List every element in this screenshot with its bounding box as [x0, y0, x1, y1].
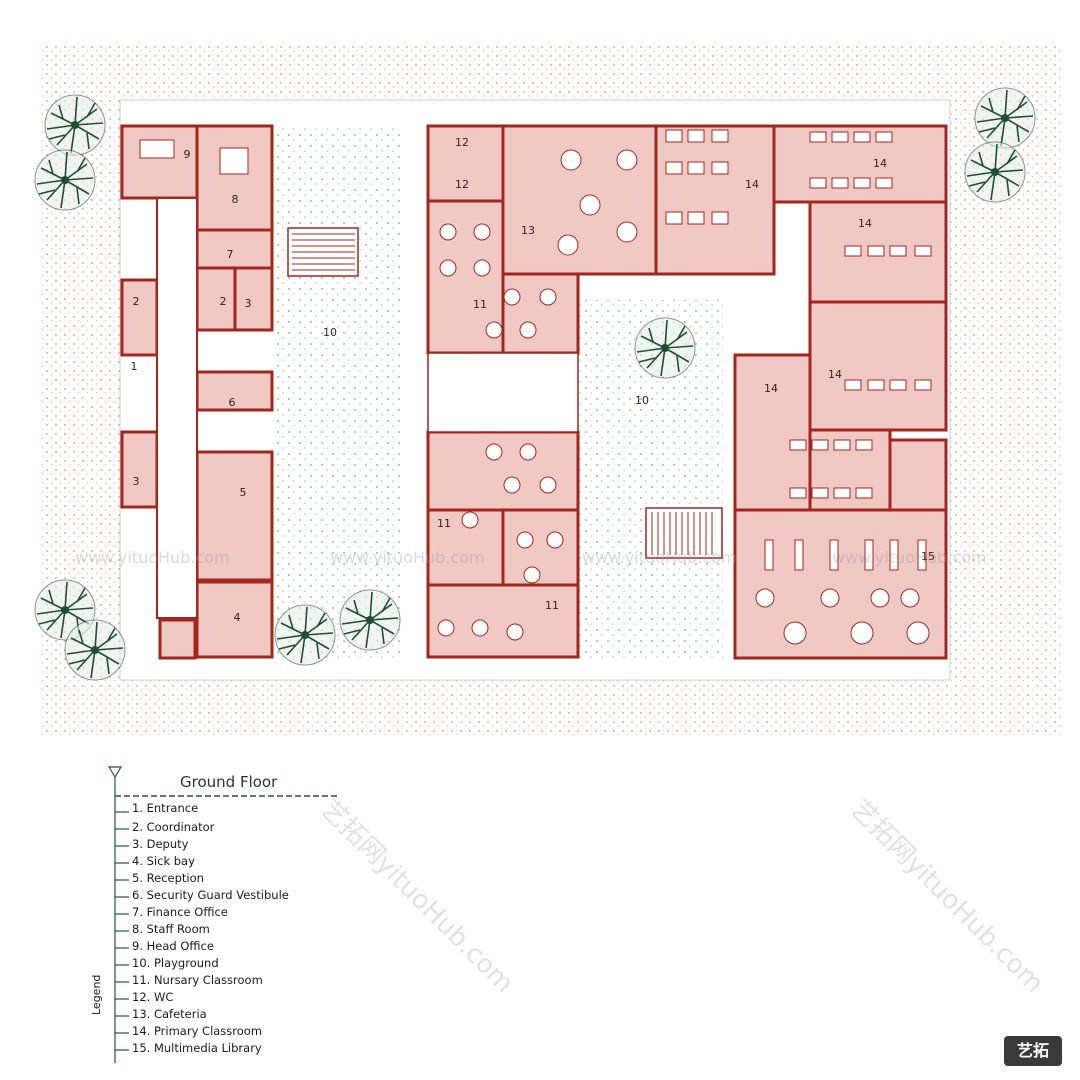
legend-item: 13. Cafeteria: [132, 1007, 207, 1021]
tree-icon: [44, 94, 106, 156]
legend: Ground Floor 1. Entrance 2. Coordinator …: [90, 765, 360, 1065]
room-label: 5: [240, 486, 247, 499]
furniture: [139, 129, 932, 645]
legend-arrow-icon: [107, 766, 123, 779]
room-primary-e: [733, 353, 812, 512]
room-label: 14: [764, 382, 778, 395]
room-label: 14: [745, 178, 759, 191]
room-label: 2: [133, 295, 140, 308]
tree-icon: [339, 589, 401, 651]
legend-item: 8. Staff Room: [132, 922, 210, 936]
corridor-center: [427, 352, 579, 433]
room-library-annex: [888, 438, 948, 512]
room-staff-room: [195, 124, 274, 232]
room-label: 14: [873, 157, 887, 170]
room-stair-left: [158, 618, 197, 660]
legend-item: 1. Entrance: [132, 801, 199, 815]
room-deputy-a: [233, 266, 274, 332]
tree-icon: [274, 604, 336, 666]
legend-item: 4. Sick bay: [132, 854, 195, 868]
corner-logo: 艺拓: [1004, 1036, 1062, 1066]
tree-icon: [64, 619, 126, 681]
legend-item: 11. Nursary Classroom: [132, 973, 263, 987]
room-coordinator-b: [120, 278, 159, 357]
room-label: 4: [234, 611, 241, 624]
legend-item: 5. Reception: [132, 871, 204, 885]
legend-item: 9. Head Office: [132, 939, 214, 953]
legend-title: Ground Floor: [180, 773, 278, 791]
room-label: 9: [184, 148, 191, 161]
room-deputy-b: [120, 430, 159, 509]
legend-item: 2. Coordinator: [132, 820, 215, 834]
room-nursery-b: [426, 430, 580, 512]
watermark: www.yituoHub.com: [75, 548, 230, 567]
legend-item: 6. Security Guard Vestibule: [132, 888, 289, 902]
room-label: 10: [323, 326, 337, 339]
watermark: www.yituoHub.com: [582, 548, 737, 567]
room-wc: [426, 124, 505, 203]
room-label: 14: [858, 217, 872, 230]
watermark: www.yituoHub.com: [330, 548, 485, 567]
tree-icon: [974, 87, 1036, 149]
corridor-left: [156, 197, 198, 619]
legend-lines: [107, 766, 340, 1063]
room-sick-bay: [195, 580, 274, 659]
watermark-diagonal: 艺拓网yituoHub.com: [844, 794, 1050, 999]
playground-left: [275, 125, 400, 660]
room-label: 2: [220, 295, 227, 308]
room-label: 12: [455, 136, 469, 149]
tree-icon: [634, 317, 696, 379]
room-nursery-a-right: [501, 272, 580, 355]
stair-left: [287, 227, 359, 277]
room-label: 3: [133, 475, 140, 488]
room-label: 6: [229, 396, 236, 409]
room-nursery-c: [426, 583, 580, 659]
room-finance-office: [195, 228, 274, 270]
tree-icon: [964, 141, 1026, 203]
watermark: www.yituoHub.com: [832, 548, 987, 567]
room-label: 11: [437, 517, 451, 530]
legend-item: 12. WC: [132, 990, 174, 1004]
room-head-office: [120, 124, 199, 200]
room-cafeteria: [501, 124, 658, 276]
room-label: 12: [455, 178, 469, 191]
legend-caption: Legend: [90, 974, 103, 1015]
room-label: 11: [473, 298, 487, 311]
room-label: 11: [545, 599, 559, 612]
room-label: 10: [635, 394, 649, 407]
room-label: 7: [227, 248, 234, 261]
room-label: 3: [245, 297, 252, 310]
floor-plan: 9 8 7 2 2 3 1 6 3 5 4 10 12 12 13 11 11 …: [34, 45, 1060, 735]
legend-item: 3. Deputy: [132, 837, 189, 851]
legend-item: 14. Primary Classroom: [132, 1024, 263, 1038]
room-primary-a: [654, 124, 776, 276]
tree-icon: [34, 149, 96, 211]
room-label: 15: [921, 550, 935, 563]
room-reception: [195, 450, 274, 582]
legend-item: 15. Multimedia Library: [132, 1041, 262, 1055]
room-label: 8: [232, 193, 239, 206]
room-coordinator-a: [195, 266, 237, 332]
stair-center: [645, 507, 723, 559]
room-label: 1: [131, 360, 138, 373]
legend-item: 7. Finance Office: [132, 905, 228, 919]
legend-item: 10. Playground: [132, 956, 219, 970]
room-nursery-c-top: [501, 508, 580, 587]
room-label: 14: [828, 368, 842, 381]
room-primary-d: [808, 300, 948, 432]
room-label: 13: [521, 224, 535, 237]
